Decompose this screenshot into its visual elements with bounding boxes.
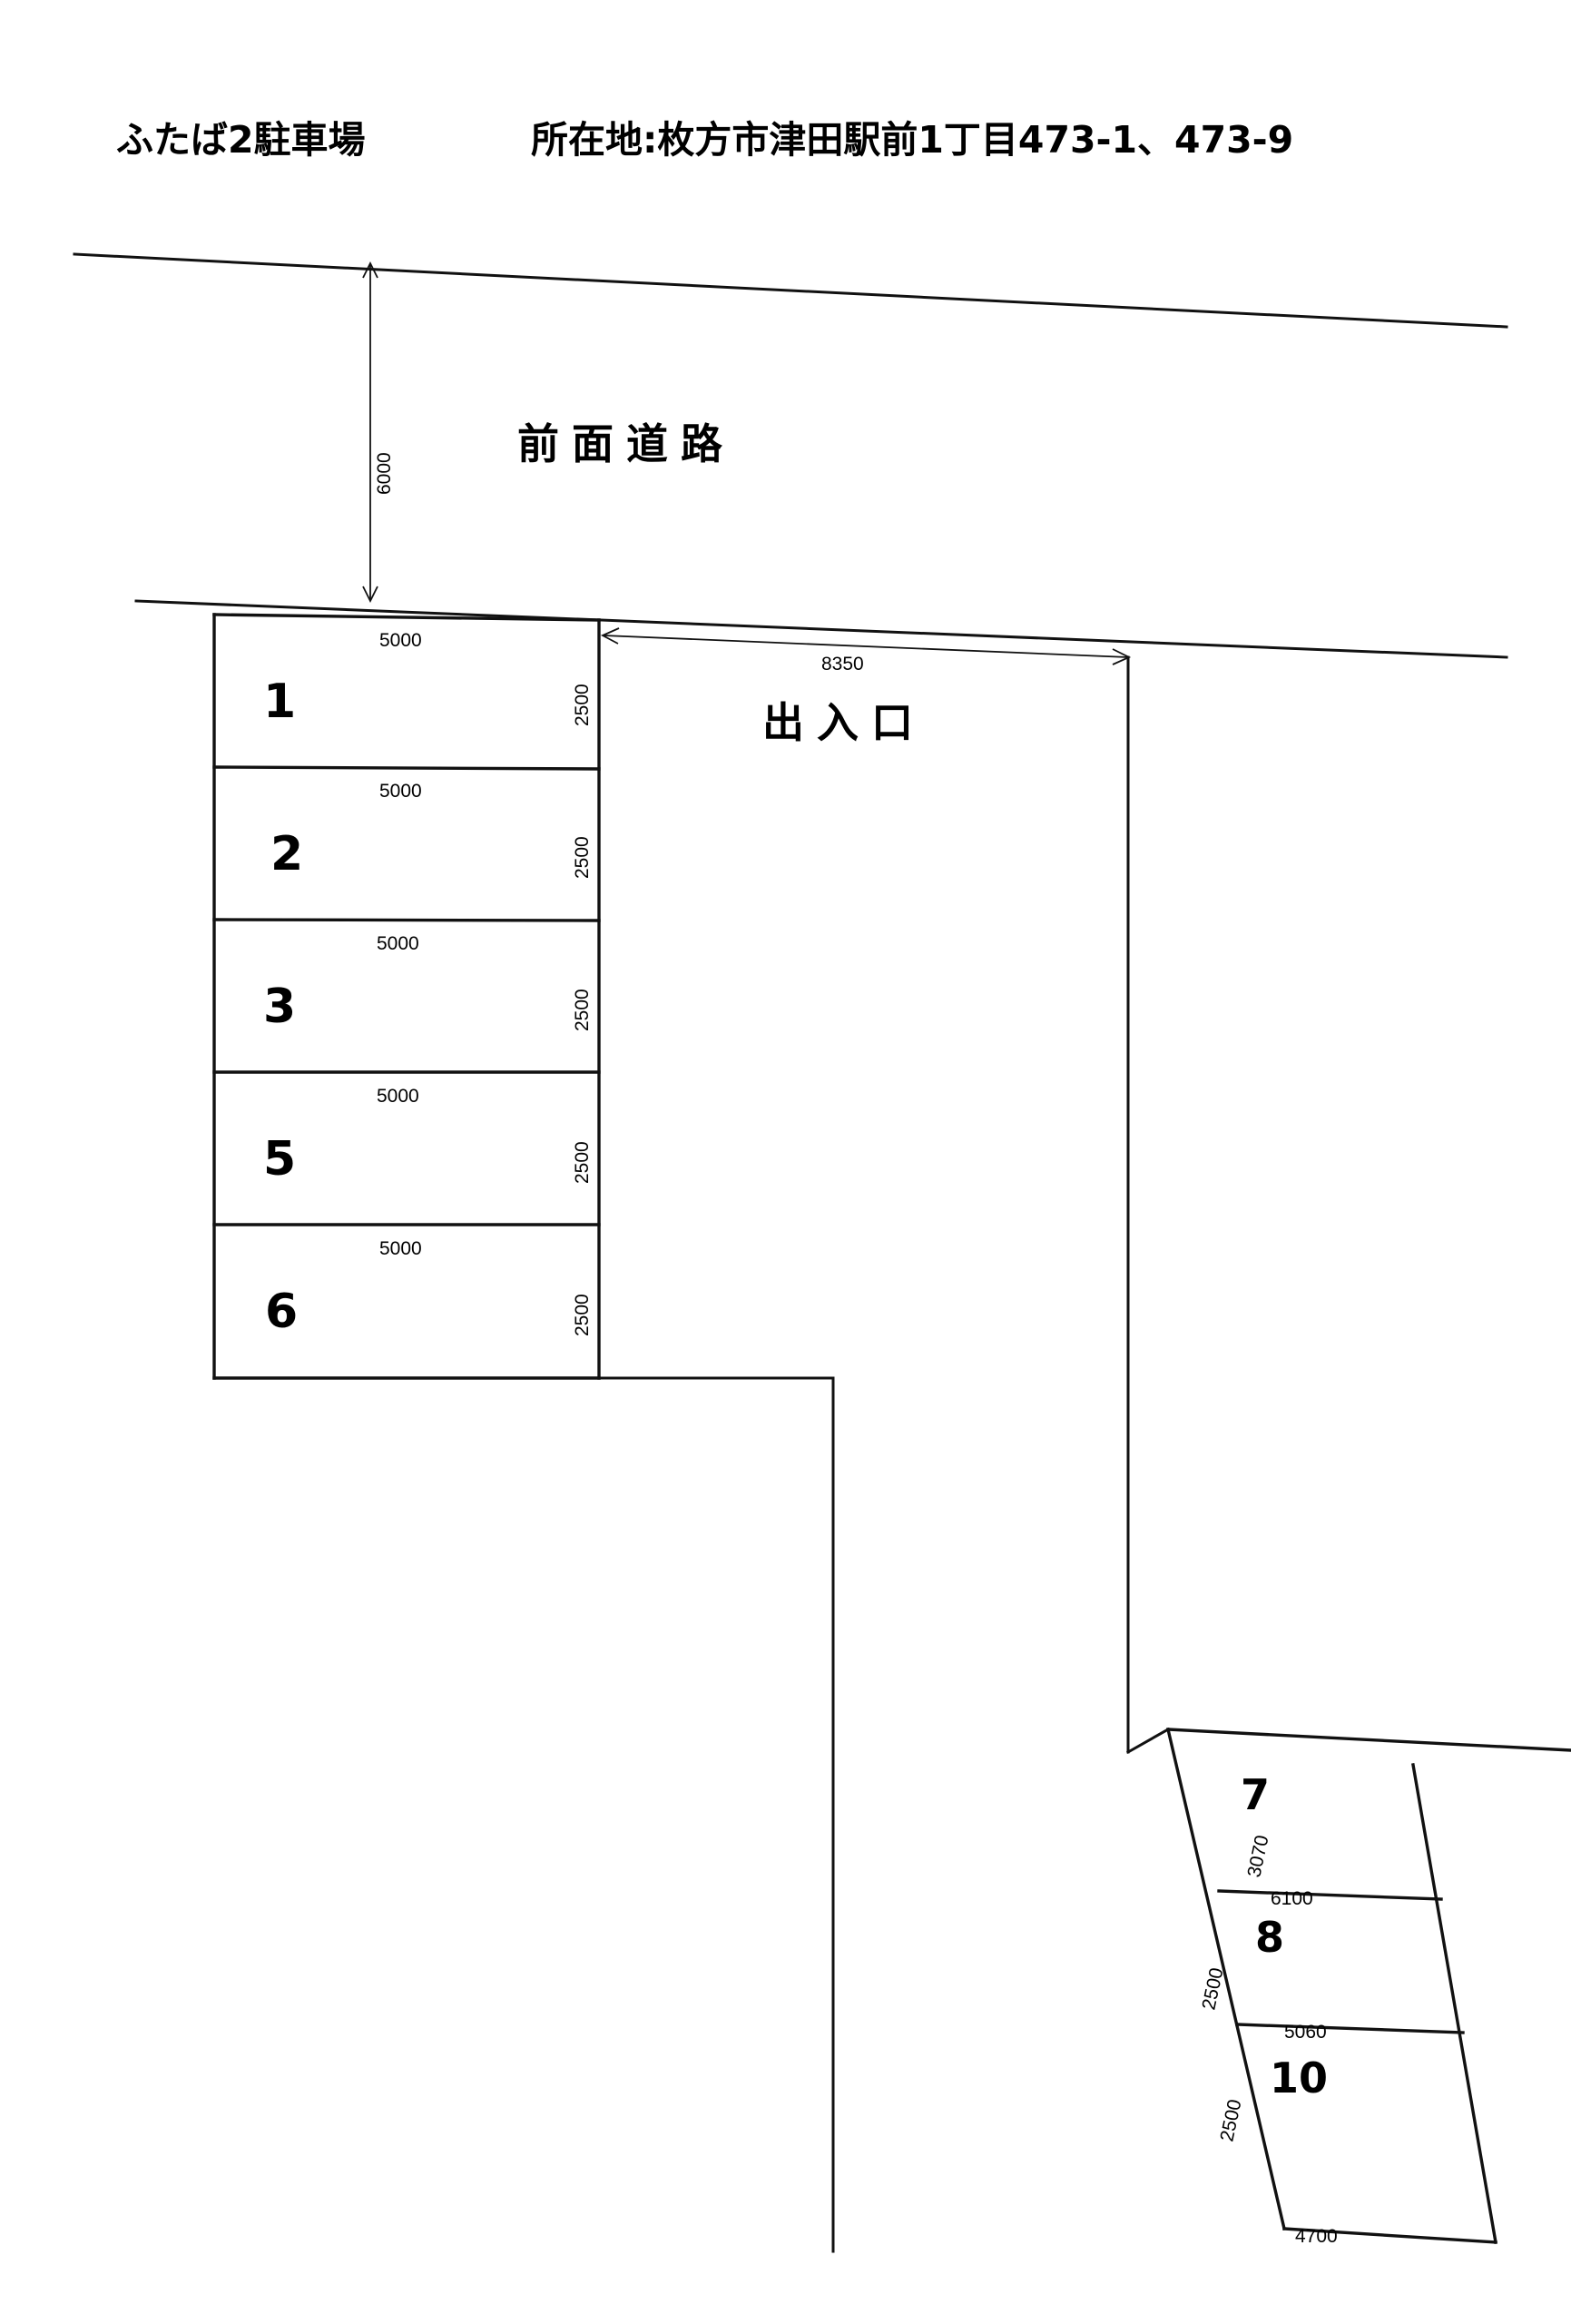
dim-stall-5-depth: 2500 xyxy=(572,1141,593,1184)
dim-stall-10-depth: 2500 xyxy=(1216,2098,1245,2143)
dim-stall-7-width: 6100 xyxy=(1271,1888,1313,1909)
dim-stall-6-depth: 2500 xyxy=(572,1294,593,1336)
left-block-divider-1 xyxy=(212,765,601,771)
lower-lot-top-edge xyxy=(1166,1728,1571,1752)
stall-number-10: 10 xyxy=(1270,2053,1328,2102)
site-driveway-boundary xyxy=(597,1376,835,2253)
road-lower-boundary xyxy=(134,599,1508,659)
lower-lot-divider-2 xyxy=(1235,2023,1465,2034)
dim-stall-3-depth: 2500 xyxy=(572,989,593,1031)
lower-lot-bottom-edge xyxy=(1282,2227,1497,2244)
dim-stall-5-width: 5000 xyxy=(377,1086,419,1107)
dim-road-setback: 6000 xyxy=(374,452,395,495)
dim-stall-2-width: 5000 xyxy=(379,781,422,802)
dim-line-entrance-width xyxy=(603,635,1129,658)
stall-number-6: 6 xyxy=(265,1285,298,1339)
front-road-label: 前面道路 xyxy=(517,419,735,468)
dim-arrow-setback-top xyxy=(362,261,378,279)
stall-number-5: 5 xyxy=(263,1132,296,1187)
stall-number-7: 7 xyxy=(1241,1770,1270,1819)
left-block-divider-2 xyxy=(212,918,601,922)
dim-stall-6-width: 5000 xyxy=(379,1238,422,1259)
dim-stall-7-depth: 3070 xyxy=(1243,1834,1272,1879)
dim-stall-1-width: 5000 xyxy=(379,630,422,651)
dim-stall-2-depth: 2500 xyxy=(572,836,593,879)
entrance-exit-label: 出入口 xyxy=(762,698,926,747)
stall-number-1: 1 xyxy=(263,675,296,729)
road-upper-boundary xyxy=(73,252,1508,329)
lower-lot-top-notch xyxy=(1125,1727,1171,1755)
lower-lot-left-edge xyxy=(1165,1727,1287,2231)
dim-stall-3-width: 5000 xyxy=(377,933,419,954)
page-title: ふたば2駐車場 xyxy=(116,118,366,162)
stall-number-2: 2 xyxy=(270,827,303,881)
stall-number-3: 3 xyxy=(263,980,296,1034)
lower-lot-divider-1 xyxy=(1217,1889,1443,1901)
dim-stall-10-width: 4700 xyxy=(1295,2226,1338,2247)
dim-arrow-entrance-left xyxy=(600,627,620,645)
address-label: 所在地:枚方市津田駅前1丁目473-1、473-9 xyxy=(531,118,1293,162)
dim-stall-8-depth: 2500 xyxy=(1198,1966,1227,2012)
dim-entrance-width: 8350 xyxy=(821,654,864,675)
stall-number-8: 8 xyxy=(1255,1913,1284,1962)
dim-stall-1-depth: 2500 xyxy=(572,684,593,726)
dim-stall-8-width: 5060 xyxy=(1284,2022,1327,2043)
lower-lot-right-edge xyxy=(1411,1763,1497,2244)
left-block-top-edge xyxy=(212,613,601,622)
dim-arrow-setback-bottom xyxy=(362,586,378,604)
